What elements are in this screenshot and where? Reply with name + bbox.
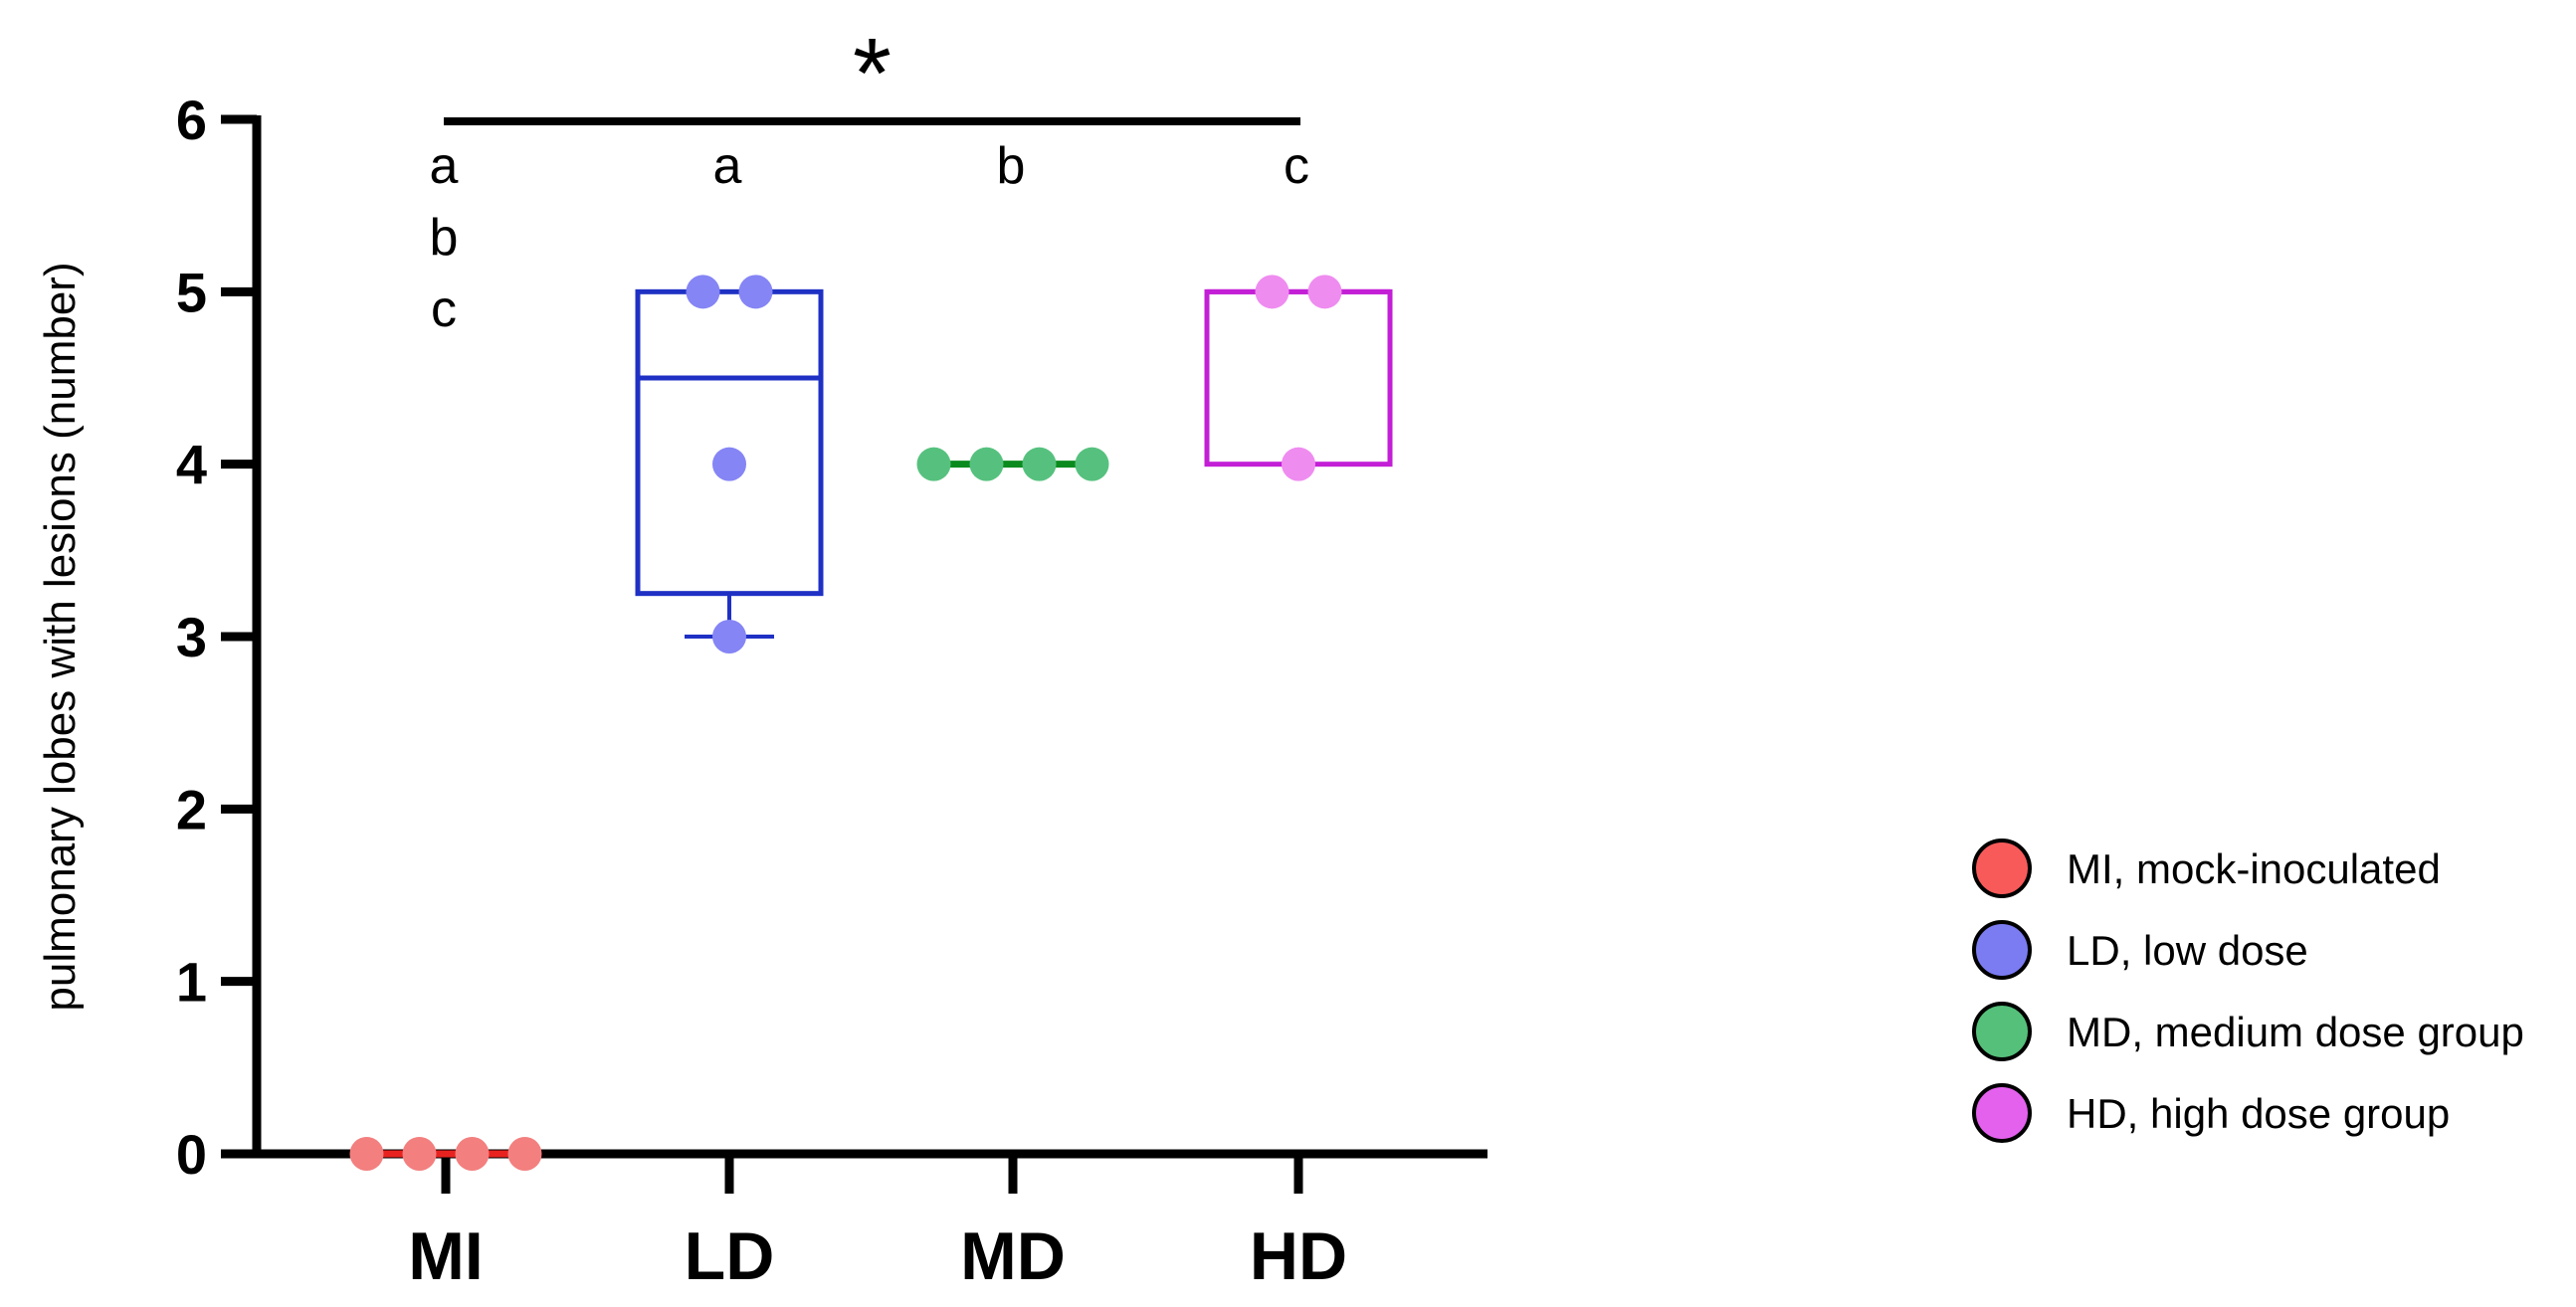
data-point [1255,275,1289,309]
data-point [712,620,746,654]
legend-marker [1972,1083,2032,1143]
legend-marker [1972,920,2032,980]
box [635,288,824,597]
data-point [1282,447,1315,481]
significance-mark: * [853,18,892,129]
y-tick-label: 5 [176,261,207,323]
x-tick-label: MD [960,1218,1066,1294]
group-letter: b [997,137,1026,195]
data-point [916,447,951,481]
y-tick-label: 3 [176,606,207,668]
x-tick-label: LD [685,1218,775,1294]
legend-marker [1972,1002,2032,1061]
data-point [1307,275,1342,309]
chart-marks [349,275,1393,1171]
group-letter: a [713,137,742,195]
legend-marker [1972,839,2032,898]
y-tick-label: 0 [176,1123,207,1186]
data-point [712,447,746,481]
data-point [455,1137,490,1171]
x-tick-label: MI [408,1218,484,1294]
data-point [738,275,773,309]
group-letter: c [431,280,457,338]
data-point [1022,447,1057,481]
group-letter: b [430,209,459,267]
y-tick-label: 2 [176,778,207,840]
box [1204,288,1393,467]
x-tick-label: HD [1250,1218,1347,1294]
data-point [402,1137,437,1171]
axes: 0 1 2 3 4 5 6MI LD MD HD pulmonary lobes with lesi… [36,89,1487,1294]
data-point [1075,447,1109,481]
group-letter: a [430,137,459,195]
group-letter: c [1284,137,1309,195]
legend-label: MD, medium dose group [2067,1009,2524,1055]
legend-label: MI, mock-inoculated [2067,845,2441,892]
y-tick-label: 6 [176,89,207,151]
y-tick-label: 4 [176,434,207,496]
data-point [969,447,1004,481]
data-point [349,1137,384,1171]
y-axis-title: pulmonary lobes with lesions (number) [36,262,85,1011]
data-point [686,275,720,309]
legend-label: LD, low dose [2067,927,2308,974]
legend-label: HD, high dose group [2067,1090,2450,1137]
y-tick-label: 1 [176,951,207,1014]
data-point [507,1137,542,1171]
